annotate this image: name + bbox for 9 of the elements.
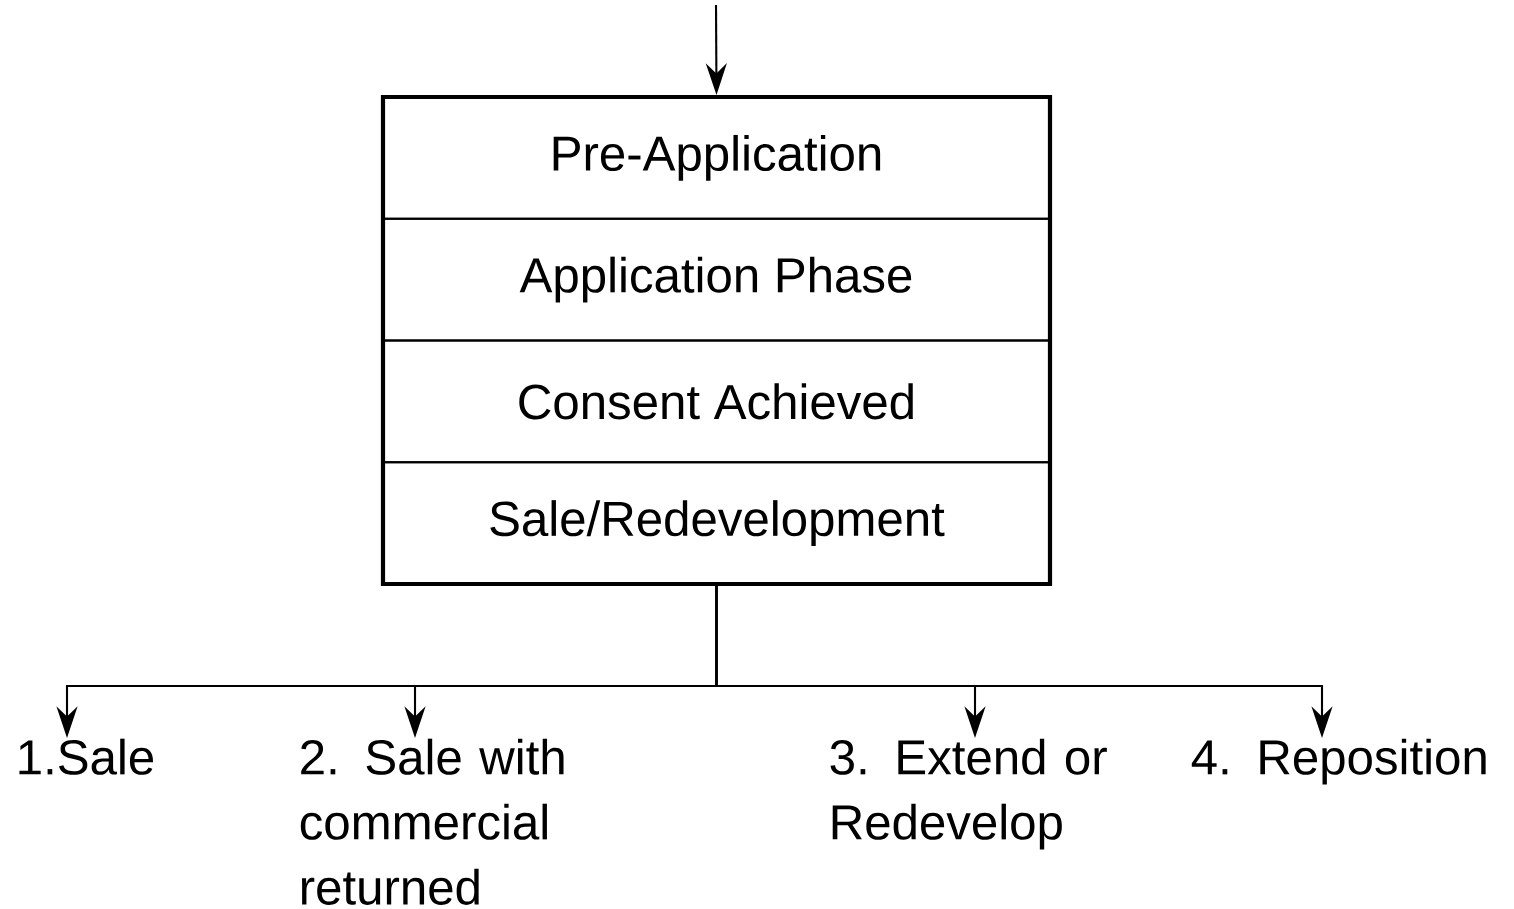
table-row: Sale/Redevelopment — [381, 461, 1052, 586]
outcome-label: 4. Reposition — [1191, 738, 1486, 785]
stage-box — [380, 94, 1053, 587]
outcome-label: 2. Sale with commercial returned — [300, 738, 564, 905]
table-row: Application Phase — [381, 217, 1052, 342]
table-row: Pre-Application — [381, 95, 1052, 220]
outcome-label: 3. Extend or Redevelop — [830, 738, 1107, 850]
table-row: Consent Achieved — [381, 339, 1052, 464]
outcome-label: 1.Sale — [19, 738, 154, 775]
